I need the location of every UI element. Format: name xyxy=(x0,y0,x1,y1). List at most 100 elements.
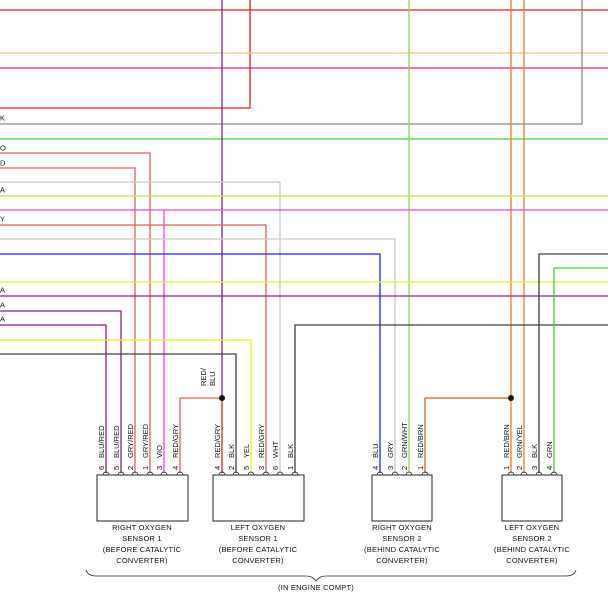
wire-color-label: RED/BRN xyxy=(502,424,511,458)
pin-terminal xyxy=(146,471,154,476)
wire-yel xyxy=(0,339,252,473)
wire-color-label: GRY/RED xyxy=(141,423,150,458)
wire-color-label: RED/GRY xyxy=(213,424,222,458)
pin-number: 3 xyxy=(257,466,266,470)
oxygen-sensor-1: 6BLU/RED5BLU/RED2GRY/RED1GRY/RED3VIO4RED… xyxy=(96,423,189,565)
wire-color-label: BLK xyxy=(227,444,236,458)
splice-label-line-2: BLU xyxy=(208,371,217,386)
pin-terminal xyxy=(535,471,543,476)
connector-layer: 6 BLU/RED 5 BLU/RED 2 GRY/RED 1 GRY/RED 3 VIO 4 RED… xyxy=(96,422,570,565)
splice-layer xyxy=(219,395,514,401)
margin-label-7: A xyxy=(0,301,5,310)
margin-label-5: Y xyxy=(0,215,5,224)
pin-terminal xyxy=(117,471,125,476)
wire-color-label: BLU xyxy=(371,443,380,458)
pin-number: 6 xyxy=(97,466,106,470)
pin-number: 4 xyxy=(171,466,180,470)
wire-red-brn-right2 xyxy=(424,397,511,473)
wire-red-upper xyxy=(0,0,251,109)
pin-number: 1 xyxy=(502,466,511,470)
wire-blu-red-1 xyxy=(0,324,107,473)
wire-wht xyxy=(0,181,281,473)
pin-terminal xyxy=(276,471,284,476)
wire-blk-left2 xyxy=(538,253,608,473)
pin-terminal xyxy=(376,471,384,476)
pin-terminal xyxy=(176,471,184,476)
sensor-caption-line-2: SENSOR 1 xyxy=(238,534,278,543)
connector-body xyxy=(212,474,305,522)
connector-body xyxy=(501,474,563,522)
margin-label-6: A xyxy=(0,286,5,295)
sensor-caption-line-2: SENSOR 1 xyxy=(122,534,162,543)
sensor-caption-line-1: RIGHT OXYGEN xyxy=(112,523,172,532)
pin-number: 3 xyxy=(155,466,164,470)
wire-color-label: VIO xyxy=(155,445,164,458)
wire-color-label: GRY xyxy=(386,442,395,458)
wire-blu xyxy=(0,253,381,473)
wire-gry xyxy=(0,238,396,473)
pin-terminal xyxy=(405,471,413,476)
pin-terminal xyxy=(550,471,558,476)
wire-gry-red-2 xyxy=(0,167,136,473)
wire-red-gry-left xyxy=(0,224,267,473)
wire-color-label: GRN/WHT xyxy=(400,422,409,458)
margin-label-3: D xyxy=(0,159,6,168)
pin-number: 1 xyxy=(286,466,295,470)
wire-color-label: GRY/RED xyxy=(126,423,135,458)
pin-number: 5 xyxy=(112,466,121,470)
splice-label-line-1: RED/ xyxy=(199,367,208,386)
wire-color-label: WHT xyxy=(271,441,280,458)
margin-label-4: A xyxy=(0,186,5,195)
sensor-caption-line-1: RIGHT OXYGEN xyxy=(372,523,432,532)
pin-number: 2 xyxy=(515,466,524,470)
pin-terminal xyxy=(291,471,299,476)
wire-color-label: YEL xyxy=(242,444,251,458)
pin-number: 1 xyxy=(141,466,150,470)
pin-terminal xyxy=(131,471,139,476)
splice-dot-2 xyxy=(508,395,514,401)
sensor-caption-line-4: CONVERTER) xyxy=(506,556,558,565)
splice-dot-1 xyxy=(219,395,225,401)
margin-label-1: K xyxy=(0,114,5,123)
sensor-caption-line-3: (BEFORE CATALYTIC xyxy=(219,545,298,554)
pin-number: 4 xyxy=(545,466,554,470)
wire-grn xyxy=(553,267,608,473)
sensor-caption-line-1: LEFT OXYGEN xyxy=(505,523,560,532)
connector-body xyxy=(96,474,189,522)
wire-color-label: GRN xyxy=(545,441,554,458)
wire-color-label: BLK xyxy=(286,444,295,458)
location-bracket xyxy=(85,569,577,582)
sensor-caption-line-4: CONVERTER) xyxy=(116,556,168,565)
pin-terminal xyxy=(102,471,110,476)
pin-number: 4 xyxy=(213,466,222,470)
pin-number: 1 xyxy=(416,466,425,470)
wire-blk-left1 xyxy=(294,324,608,473)
margin-label-8: A xyxy=(0,315,5,324)
pin-terminal xyxy=(262,471,270,476)
pin-terminal xyxy=(421,471,429,476)
wire-layer xyxy=(0,0,608,473)
wire-color-label: RED/GRY xyxy=(257,424,266,458)
pin-terminal xyxy=(232,471,240,476)
sensor-caption-line-2: SENSOR 2 xyxy=(382,534,422,543)
wire-blu-red-2 xyxy=(0,310,122,473)
sensor-caption-line-4: CONVERTER) xyxy=(232,556,284,565)
pin-terminal xyxy=(247,471,255,476)
wire-gray xyxy=(0,0,583,125)
pin-number: 3 xyxy=(386,466,395,470)
location-label: (IN ENGINE COMPT) xyxy=(278,583,354,592)
pin-number: 5 xyxy=(242,466,251,470)
sensor-caption-line-3: (BEHIND CATALYTIC xyxy=(494,545,570,554)
connector-body xyxy=(371,474,433,522)
pin-terminal xyxy=(507,471,515,476)
wire-color-label: BLU/RED xyxy=(97,425,106,458)
sensor-caption-line-2: SENSOR 2 xyxy=(512,534,552,543)
wire-color-label: BLU/RED xyxy=(112,425,121,458)
wire-color-label: RED/BRN xyxy=(416,424,425,458)
pin-number: 2 xyxy=(400,466,409,470)
pin-terminal xyxy=(218,471,226,476)
sensor-caption-line-3: (BEHIND CATALYTIC xyxy=(364,545,440,554)
